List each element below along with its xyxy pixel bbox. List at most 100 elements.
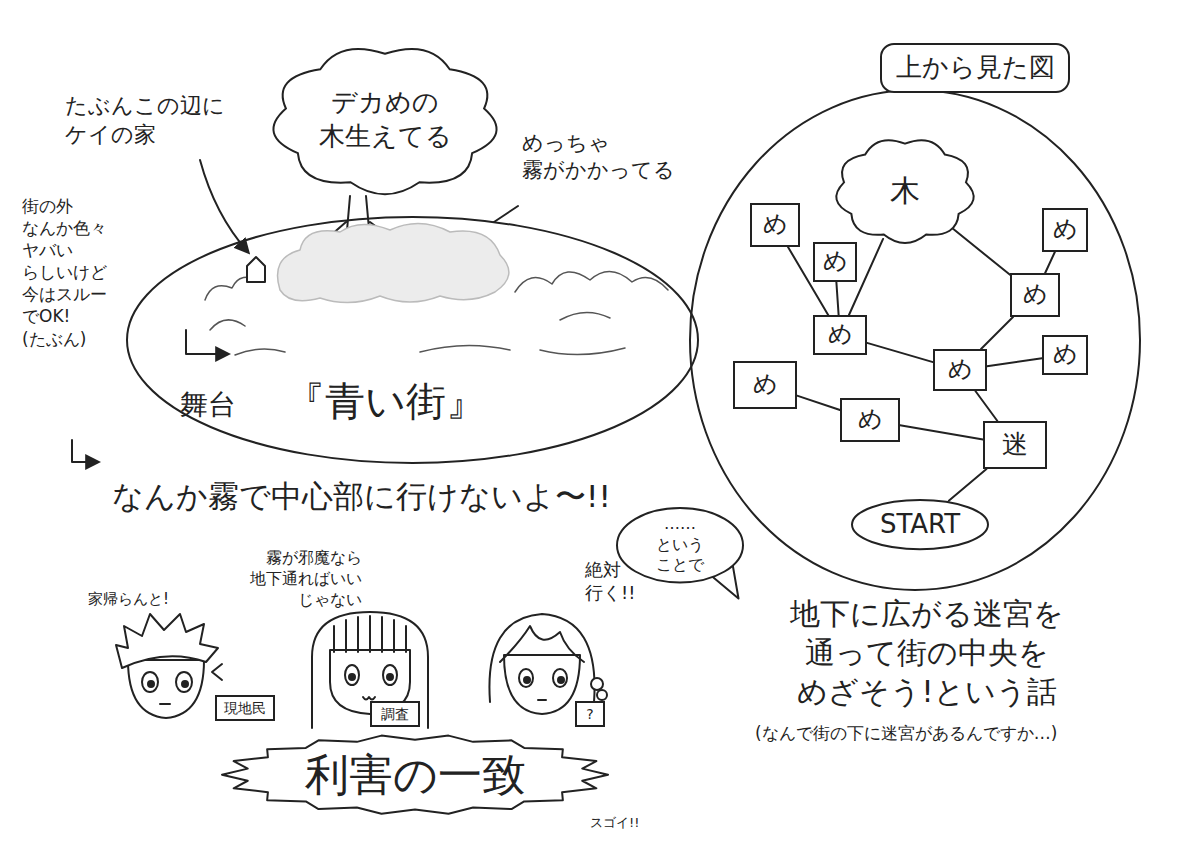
tree-cloud-shape bbox=[273, 49, 496, 194]
town-region-shape bbox=[127, 217, 698, 463]
role-tag: 調査 bbox=[370, 701, 420, 727]
maze-path bbox=[797, 396, 840, 410]
girl2-pupil bbox=[524, 677, 530, 683]
summary-label: 地下に広がる迷宮を 通って街の中央を めざそう!という話 bbox=[790, 594, 1064, 711]
maze-box: 迷 bbox=[983, 421, 1047, 469]
start-ellipse: START bbox=[850, 498, 990, 551]
maze-path bbox=[949, 469, 987, 501]
node-text: ……という ことで bbox=[656, 514, 704, 576]
note-label: めっちゃ 霧がかかってる bbox=[522, 130, 675, 185]
fog-cloud bbox=[278, 223, 509, 302]
speech-label: 絶対 行く!! bbox=[585, 558, 635, 605]
girl-pupil bbox=[387, 674, 393, 680]
boy-eye bbox=[176, 672, 192, 692]
girl-hair bbox=[312, 612, 428, 728]
girl2-mouth bbox=[538, 699, 546, 701]
banner: 利害の一致 bbox=[220, 733, 610, 816]
tree-cloud-outline bbox=[265, 40, 505, 200]
node-text: 利害の一致 bbox=[305, 751, 526, 799]
room-box: め bbox=[733, 361, 797, 409]
speech-bubble-shape bbox=[617, 508, 743, 582]
note-label: たぶんこの辺に ケイの家 bbox=[65, 92, 225, 149]
girl2-eye bbox=[553, 669, 567, 687]
node-text: 迷 bbox=[1002, 428, 1028, 462]
room-box: め bbox=[750, 203, 800, 247]
node-text: 『青い街』 bbox=[285, 375, 486, 427]
girl2-eye bbox=[519, 669, 533, 687]
girl2-bangs bbox=[500, 626, 584, 662]
speech-bubble: ……という ことで bbox=[615, 506, 745, 584]
start-ellipse-shape bbox=[852, 500, 988, 549]
maze-path bbox=[981, 317, 1013, 349]
house-icon bbox=[247, 257, 265, 282]
title-box: 上から見た図 bbox=[880, 43, 1070, 93]
girl2-braid bbox=[597, 690, 607, 700]
girl-bangs bbox=[334, 616, 406, 652]
room-box: め bbox=[813, 315, 867, 355]
leader-line bbox=[494, 206, 518, 222]
fog-scribble bbox=[205, 271, 668, 355]
boy-mark bbox=[212, 664, 222, 680]
role-tag: ? bbox=[575, 701, 605, 727]
node-text: め bbox=[753, 369, 778, 400]
boy-mouth bbox=[160, 703, 170, 705]
node-text: 調査 bbox=[381, 705, 409, 723]
room-box: め bbox=[840, 398, 900, 442]
node-text: め bbox=[858, 404, 883, 435]
room-box: め bbox=[1042, 335, 1088, 375]
node-text: め bbox=[1053, 214, 1078, 245]
boy-pupil bbox=[182, 681, 188, 687]
girl2-braid bbox=[591, 678, 603, 690]
maze-path bbox=[867, 343, 933, 362]
top-view-circle bbox=[690, 90, 1140, 590]
room-box: め bbox=[813, 242, 857, 282]
boy-hair bbox=[116, 614, 218, 668]
node-text: め bbox=[948, 354, 973, 385]
boy-pupil bbox=[148, 681, 154, 687]
node-text: デカめの 木生えてる bbox=[319, 86, 452, 154]
node-text: 舞台 bbox=[180, 387, 236, 423]
node-text: め bbox=[828, 319, 853, 350]
pointer-arrow bbox=[72, 440, 98, 462]
pointer-arrow bbox=[186, 330, 228, 354]
role-tag: 現地民 bbox=[215, 695, 275, 721]
node-text: ? bbox=[586, 705, 593, 723]
node-text: め bbox=[1053, 339, 1078, 370]
room-box: め bbox=[933, 349, 987, 391]
tree-node-shape bbox=[836, 140, 973, 243]
boy-eye bbox=[142, 672, 158, 692]
girl2-face bbox=[504, 655, 580, 714]
leader-arrow bbox=[200, 160, 248, 252]
note-label: スゴイ!! bbox=[590, 815, 639, 832]
girl-mouth bbox=[363, 697, 375, 700]
girl-eye bbox=[383, 665, 397, 685]
node-text: め bbox=[823, 246, 848, 277]
node-text: め bbox=[1023, 279, 1048, 310]
tree-node: 木 bbox=[830, 133, 980, 248]
room-box: め bbox=[1010, 273, 1060, 317]
room-box: め bbox=[1042, 208, 1088, 252]
speech-label: 霧が邪魔なら 地下通ればいい じゃない bbox=[250, 548, 362, 610]
banner-shape bbox=[222, 736, 608, 814]
boy-face bbox=[128, 660, 204, 718]
tree-cloud: デカめの 木生えてる bbox=[265, 40, 505, 200]
girl2-pupil bbox=[558, 677, 564, 683]
maze-path bbox=[900, 425, 983, 439]
town-region: 舞台 『青い街』 bbox=[125, 215, 700, 465]
note-label: なんか霧で中心部に行けないよ〜!! bbox=[112, 476, 611, 516]
maze-path bbox=[987, 358, 1042, 366]
maze-path bbox=[836, 282, 838, 315]
maze-path bbox=[1045, 252, 1055, 273]
girl-eye bbox=[345, 665, 359, 685]
speech-label: 家帰らんと! bbox=[88, 590, 169, 610]
girl-pupil bbox=[349, 674, 355, 680]
maze-path bbox=[975, 391, 997, 421]
node-text: START bbox=[880, 508, 960, 542]
note-label: (なんで街の下に迷宮があるんですか…) bbox=[755, 722, 1057, 744]
note-label: 街の外 なんか色々 ヤバい らしいけど 今はスルー でOK! (たぶん) bbox=[22, 195, 107, 350]
town-region-outline bbox=[125, 215, 700, 465]
node-text: 木 bbox=[890, 171, 920, 210]
node-text: 現地民 bbox=[224, 699, 266, 717]
